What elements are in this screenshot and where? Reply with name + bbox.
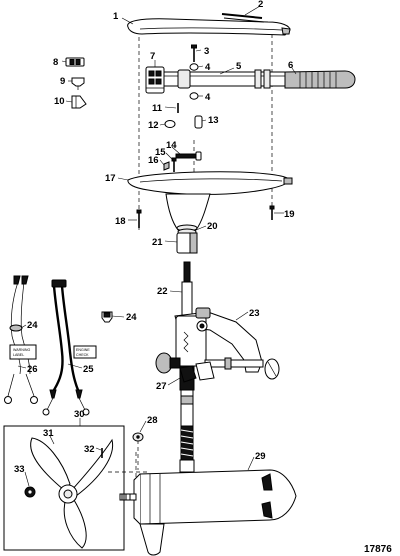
battery-leads xyxy=(4,275,38,404)
callout-17: 17 xyxy=(105,173,116,184)
clip-ring xyxy=(164,120,176,128)
warning-label-line2: LABEL xyxy=(13,353,24,357)
connector-c xyxy=(71,95,87,109)
callout-13: 13 xyxy=(208,115,219,126)
connector-a xyxy=(65,57,85,67)
callout-21: 21 xyxy=(152,237,163,248)
callout-4-lower: 4 xyxy=(205,92,211,103)
figure-id: 17876 xyxy=(364,544,392,555)
lock-washer xyxy=(163,161,170,171)
tiller-arm xyxy=(159,69,306,89)
callout-1: 1 xyxy=(113,11,119,22)
speed-switch xyxy=(145,66,165,94)
callout-3: 3 xyxy=(204,46,209,57)
callout-32: 32 xyxy=(84,444,95,455)
motor-housing xyxy=(119,459,297,556)
propeller xyxy=(30,437,114,549)
head-base xyxy=(127,171,293,232)
strain-relief xyxy=(101,311,113,323)
callout-5: 5 xyxy=(236,61,242,72)
callout-24-left: 24 xyxy=(27,320,38,331)
warning-label-line1: WARNING xyxy=(13,348,30,352)
callout-24-right: 24 xyxy=(126,312,137,323)
callout-26: 26 xyxy=(27,364,38,375)
cable-tag-line1: ENGINE xyxy=(76,348,90,352)
bushing xyxy=(194,115,203,129)
decal-strip xyxy=(221,13,265,23)
callout-16: 16 xyxy=(148,155,159,166)
callout-20: 20 xyxy=(207,221,218,232)
small-screw xyxy=(171,157,177,172)
handle-grip xyxy=(284,70,356,89)
propeller-kit-box xyxy=(3,425,125,551)
top-cover xyxy=(127,18,291,36)
callout-27: 27 xyxy=(156,381,167,392)
washer-upper xyxy=(189,63,199,71)
wire-clip xyxy=(9,324,23,332)
callout-15: 15 xyxy=(155,147,166,158)
callout-30: 30 xyxy=(74,409,85,420)
stop-bolt xyxy=(175,151,202,161)
connector-b xyxy=(71,77,85,90)
callout-6: 6 xyxy=(288,60,293,71)
callout-9: 9 xyxy=(60,76,65,87)
zinc-anode xyxy=(132,432,144,442)
callout-4-upper: 4 xyxy=(205,62,211,73)
tilt-knob xyxy=(179,365,197,383)
callout-2: 2 xyxy=(258,0,263,10)
callouts: 1 2 3 4 4 5 6 7 8 9 10 11 12 13 14 15 16… xyxy=(14,0,295,475)
prop-nut xyxy=(24,486,36,498)
warning-label: WARNING LABEL xyxy=(9,344,37,360)
screw-right xyxy=(269,205,275,220)
collar xyxy=(176,232,198,254)
callout-29: 29 xyxy=(255,451,266,462)
callout-14: 14 xyxy=(166,140,177,151)
callout-19: 19 xyxy=(284,209,295,220)
power-cable xyxy=(42,279,90,416)
callout-8: 8 xyxy=(53,57,58,68)
callout-10: 10 xyxy=(54,96,65,107)
callout-18: 18 xyxy=(115,216,126,227)
callout-25: 25 xyxy=(83,364,94,375)
cable-tag-line2: CHECK xyxy=(76,353,89,357)
callout-22: 22 xyxy=(157,286,168,297)
callout-12: 12 xyxy=(148,120,159,131)
callout-28: 28 xyxy=(147,415,158,426)
screw-left xyxy=(136,209,142,228)
mounting-bracket xyxy=(155,307,280,381)
screw-top xyxy=(191,44,197,62)
callout-23: 23 xyxy=(249,308,260,319)
callout-31: 31 xyxy=(43,428,54,439)
callout-33: 33 xyxy=(14,464,25,475)
cable-tag: ENGINE CHECK xyxy=(73,345,97,359)
washer-lower xyxy=(189,92,199,100)
callout-11: 11 xyxy=(152,103,163,114)
leader-lines xyxy=(17,5,297,487)
callout-7: 7 xyxy=(150,51,155,62)
